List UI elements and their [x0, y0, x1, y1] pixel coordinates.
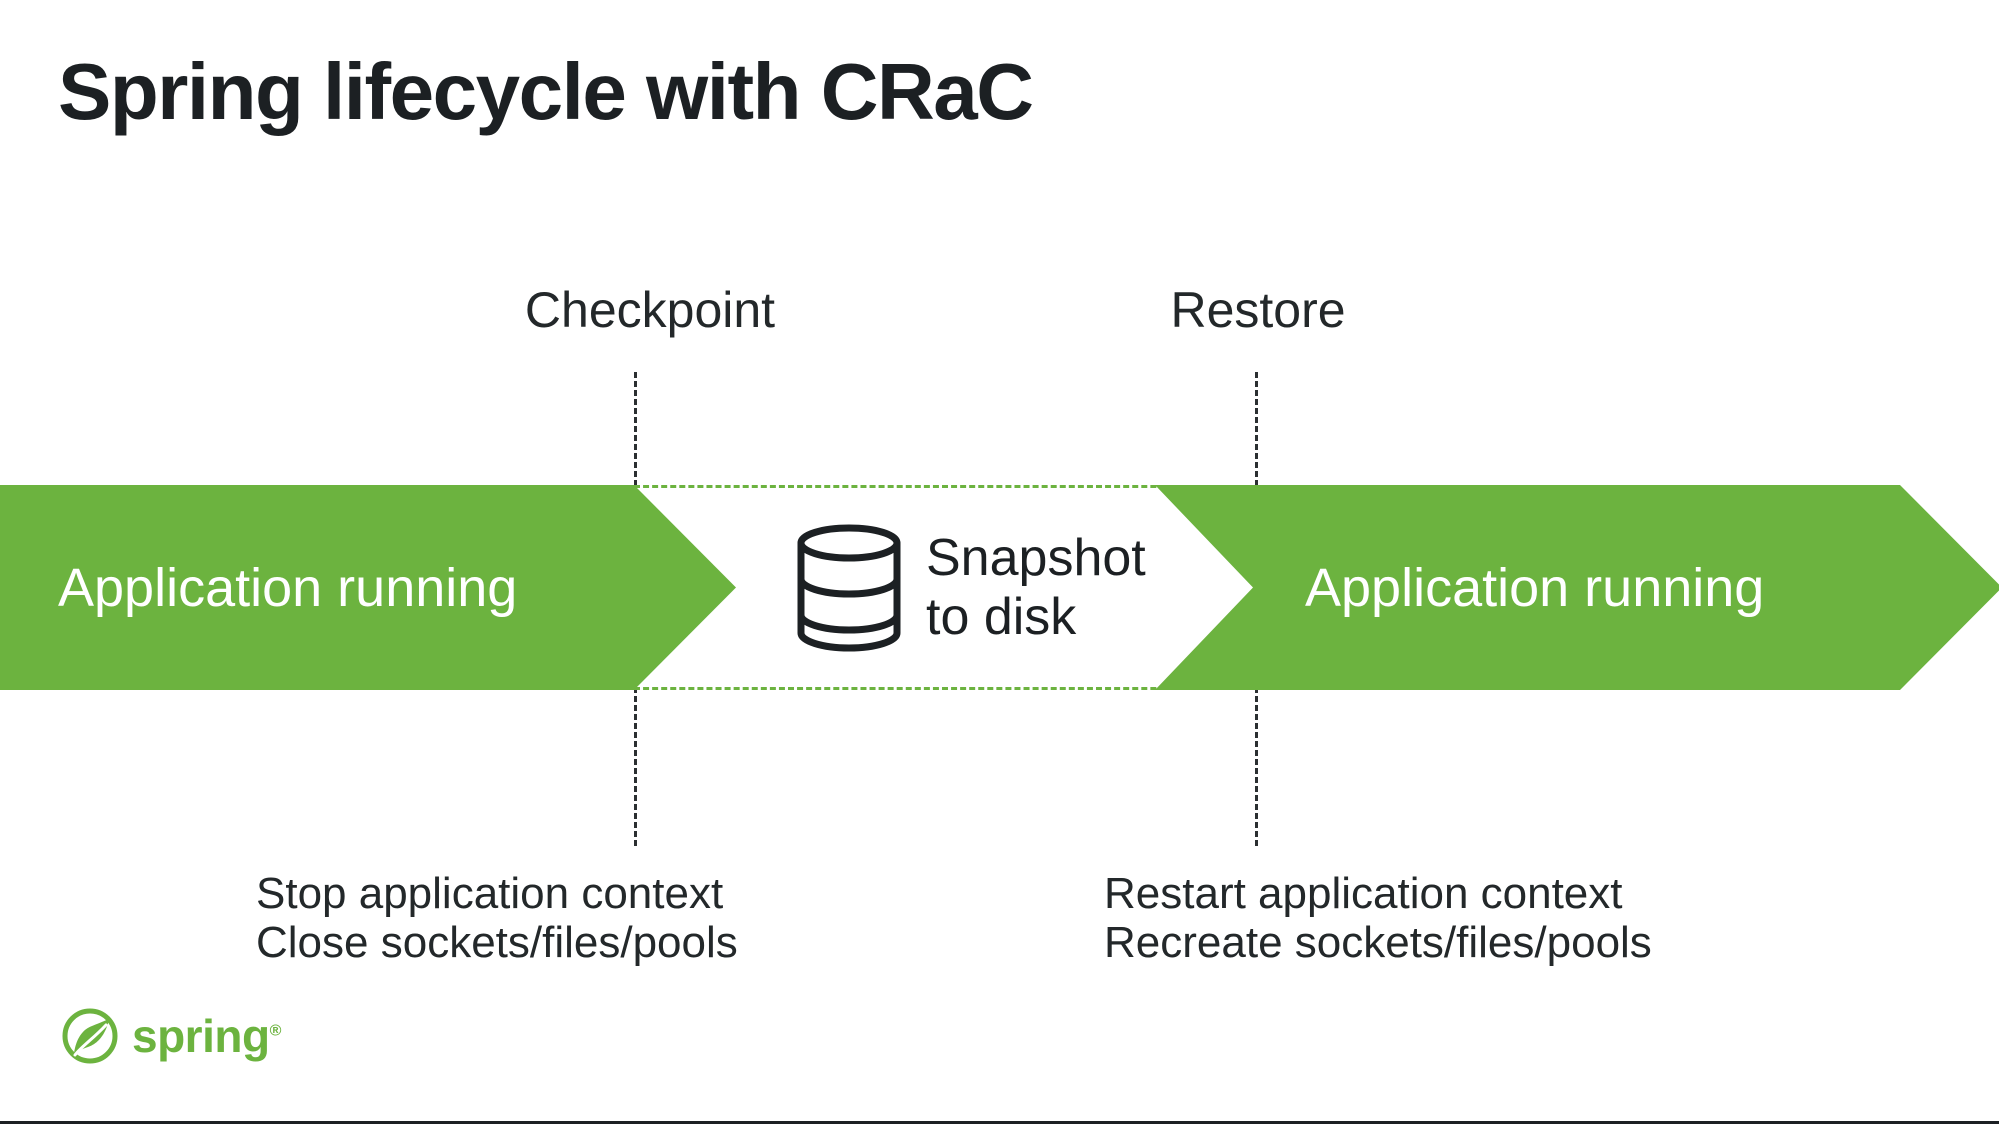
- restore-marker-label: Restore: [1170, 282, 1346, 338]
- bottom-divider: [0, 1121, 1999, 1124]
- lifecycle-timeline-band: Application running Snapshot to disk App…: [0, 485, 1999, 690]
- spring-leaf-icon: [62, 1008, 118, 1064]
- snapshot-content: Snapshot to disk: [794, 523, 1146, 653]
- page-title: Spring lifecycle with CRaC: [58, 47, 1034, 136]
- right-running-label: Application running: [1305, 557, 1765, 618]
- restore-note: Restart application context Recreate soc…: [1104, 869, 1652, 968]
- spring-wordmark-text: spring: [132, 1010, 270, 1062]
- snapshot-label: Snapshot to disk: [926, 529, 1146, 646]
- snapshot-panel: Snapshot to disk: [634, 485, 1256, 690]
- database-cylinder-icon: [797, 524, 901, 651]
- spring-logo: spring®: [62, 1008, 281, 1064]
- checkpoint-note: Stop application context Close sockets/f…: [256, 869, 738, 968]
- right-running-arrow: [1155, 485, 1999, 690]
- trademark-symbol: ®: [269, 1022, 282, 1040]
- left-running-arrow: [0, 485, 736, 690]
- checkpoint-marker-label: Checkpoint: [524, 282, 776, 338]
- left-running-label: Application running: [58, 557, 518, 618]
- spring-wordmark: spring®: [132, 1013, 281, 1059]
